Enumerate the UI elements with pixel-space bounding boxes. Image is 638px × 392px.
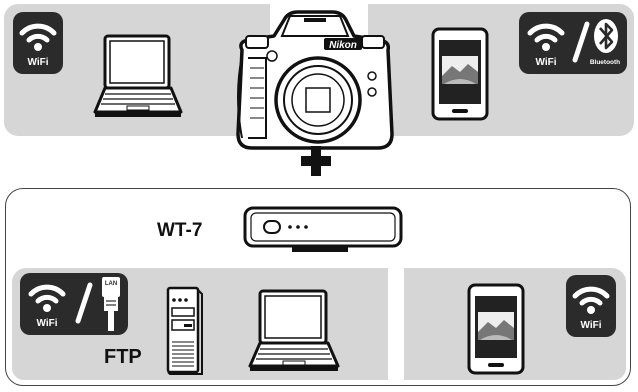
camera-icon: Nikon bbox=[228, 6, 402, 156]
laptop-icon bbox=[248, 288, 340, 374]
wifi-icon bbox=[22, 275, 72, 319]
wifi-icon bbox=[13, 14, 63, 58]
wifi-label: WiFi bbox=[13, 57, 63, 68]
wifi-bluetooth-badge: WiFi Bluetooth bbox=[519, 12, 627, 74]
laptop-icon bbox=[93, 32, 183, 120]
wifi-label: WiFi bbox=[566, 320, 616, 331]
wifi-label: WiFi bbox=[519, 57, 573, 68]
server-icon bbox=[164, 286, 206, 376]
bluetooth-icon bbox=[591, 16, 621, 56]
wifi-icon bbox=[521, 14, 571, 58]
camera-brand-text: Nikon bbox=[329, 40, 357, 51]
wifi-badge-top-left: WiFi bbox=[13, 12, 63, 74]
wifi-label: WiFi bbox=[20, 318, 74, 329]
ftp-label: FTP bbox=[104, 346, 142, 369]
slash-divider bbox=[571, 20, 591, 64]
wireless-transmitter-icon bbox=[242, 205, 404, 255]
wifi-lan-badge: WiFi LAN bbox=[20, 273, 128, 335]
lan-label: LAN bbox=[102, 281, 120, 287]
wt7-label: WT-7 bbox=[157, 220, 202, 242]
smartphone-icon bbox=[466, 282, 526, 376]
wifi-badge-bottom-right: WiFi bbox=[566, 275, 616, 337]
slash-divider bbox=[74, 281, 94, 325]
wifi-icon bbox=[566, 277, 616, 321]
smartphone-icon bbox=[430, 26, 490, 122]
plus-icon bbox=[299, 144, 333, 178]
bluetooth-label: Bluetooth bbox=[583, 59, 627, 66]
